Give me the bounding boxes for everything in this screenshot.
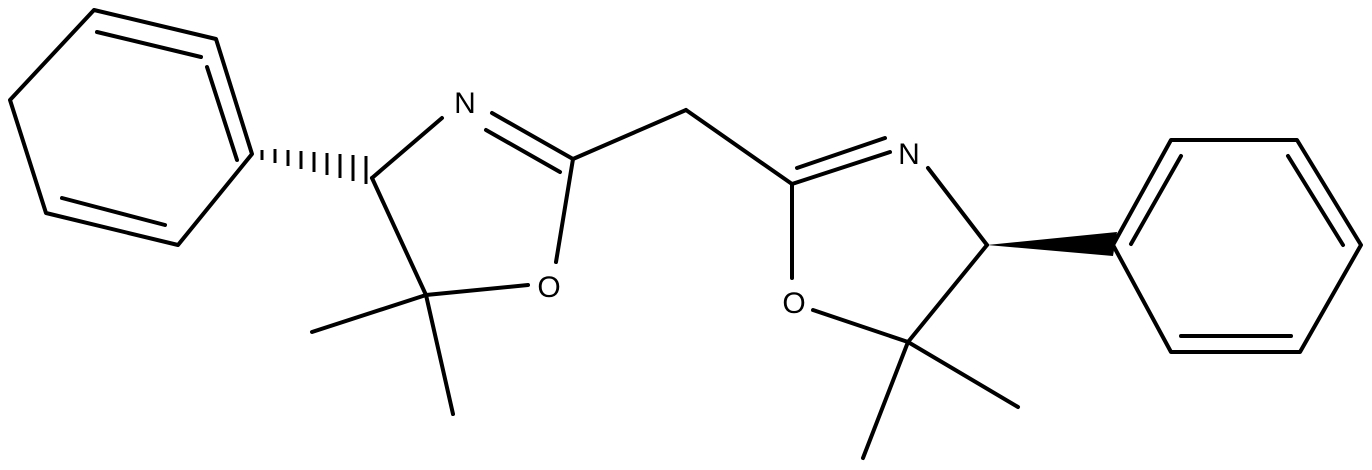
left-phenyl-ring xyxy=(8,8,254,247)
bridge-bond-right xyxy=(684,108,794,186)
left-o-c5-bond xyxy=(424,283,530,297)
left-c2-o-bond xyxy=(554,157,575,264)
right-c2-n-double-bond-outer xyxy=(790,150,892,186)
left-c5-c4-bond xyxy=(370,176,428,297)
right-n-c4-bond xyxy=(926,166,989,247)
right-methyl-bond-2 xyxy=(861,340,910,460)
bridge-bond-left xyxy=(571,108,688,161)
left-hashed-wedge-bond xyxy=(260,149,368,184)
right-methyl-bond-1 xyxy=(906,340,1020,409)
right-c2-n-double-bond-inner xyxy=(795,136,887,170)
left-methyl-bond-1 xyxy=(310,293,428,334)
right-phenyl-inner-double-bond-1 xyxy=(1129,154,1183,246)
left-phenyl-inner-double-bond-2 xyxy=(205,65,239,162)
atom-label-o-right: O xyxy=(782,287,805,320)
left-oxazoline-ring xyxy=(310,111,575,416)
right-c5-o-bond xyxy=(811,308,910,344)
methylene-bridge xyxy=(571,108,794,186)
left-methyl-bond-2 xyxy=(424,293,455,416)
atom-label-n-right: N xyxy=(898,138,920,171)
left-phenyl-inner-double-bond-3 xyxy=(60,196,167,227)
atom-label-o-left: O xyxy=(537,271,560,304)
left-phenyl-ring-outline xyxy=(8,8,254,247)
right-c4-c5-bond xyxy=(906,243,989,344)
atom-label-n-left: N xyxy=(454,87,476,120)
left-phenyl-inner-double-bond-1 xyxy=(95,30,203,59)
left-n-c2-double-bond-inner xyxy=(484,128,562,174)
right-phenyl-ring xyxy=(1111,138,1363,354)
left-n-c2-double-bond-outer xyxy=(490,111,575,161)
right-phenyl-ring-outline xyxy=(1111,138,1363,354)
right-oxazoline-ring xyxy=(790,136,1020,460)
right-phenyl-inner-double-bond-2 xyxy=(1286,154,1345,247)
right-solid-wedge-bond xyxy=(987,232,1117,256)
left-c4-n-bond xyxy=(370,116,444,180)
